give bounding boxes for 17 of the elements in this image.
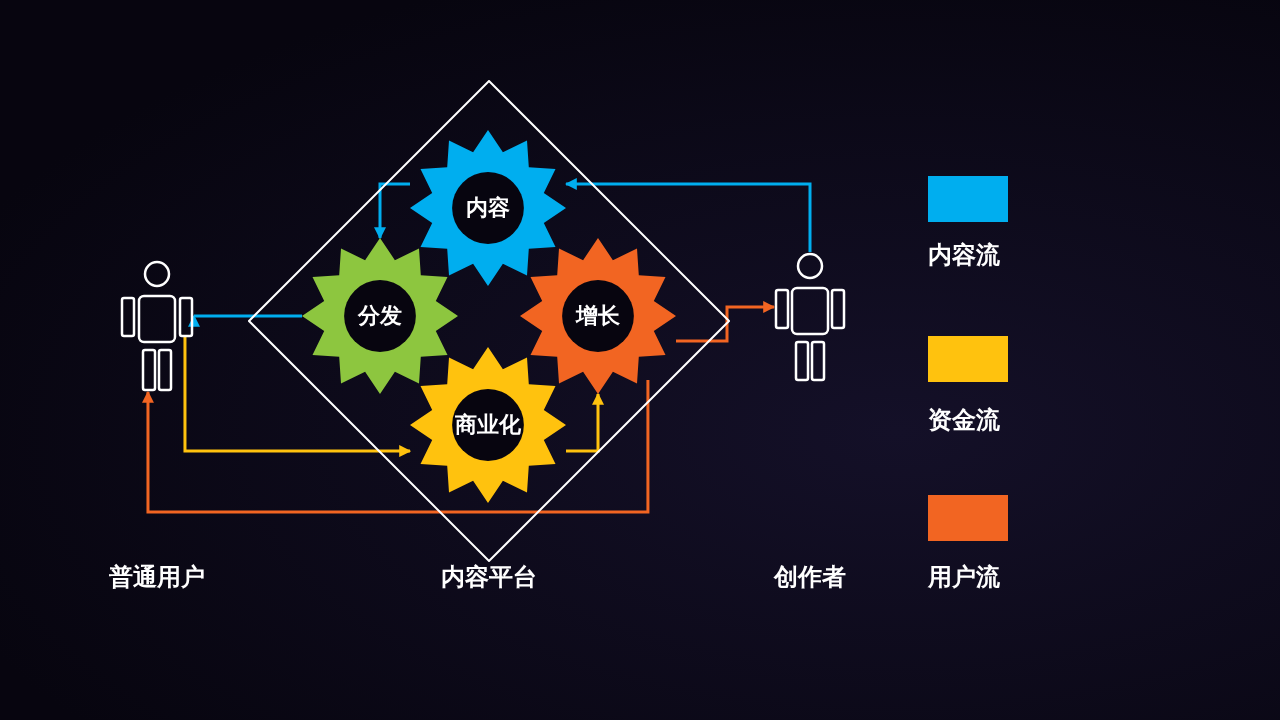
legend-label: 资金流 [928,405,1000,436]
gear-label: 内容 [466,194,510,222]
arrow [564,178,812,252]
arrow [183,335,412,458]
caption-text: 普通用户 [109,562,205,593]
legend-label: 内容流 [928,240,1000,271]
arrow [676,301,776,343]
caption-text: 内容平台 [441,562,537,593]
arrow [141,379,650,514]
caption-text: 创作者 [774,562,846,593]
gear-label: 分发 [358,302,402,330]
arrow [374,182,410,240]
legend-label: 用户流 [928,562,1000,593]
gear-label: 商业化 [455,411,521,439]
gear-label: 增长 [576,302,620,330]
arrow [188,314,302,327]
arrow [566,392,604,453]
